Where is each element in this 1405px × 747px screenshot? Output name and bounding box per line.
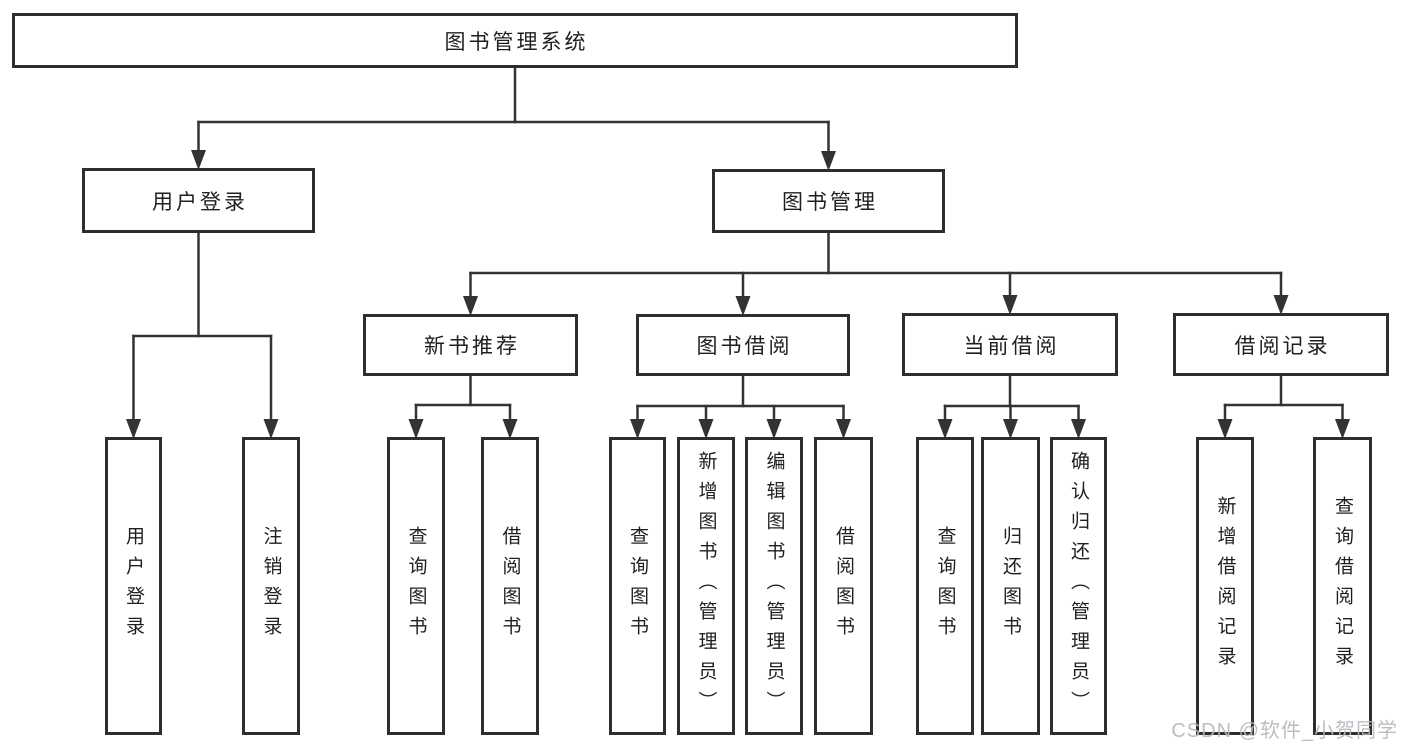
node-query-book-1: 查询图书 [387,437,445,735]
node-label: 查询图书 [934,526,956,646]
node-current-borrow: 当前借阅 [902,313,1118,376]
node-label: 新书推荐 [424,335,520,358]
node-label: 用户登录 [123,526,144,646]
arrowhead-icon [1335,419,1350,439]
node-label: 编辑图书（管理员） [763,451,785,721]
arrowhead-icon [836,419,851,439]
node-label: 归还图书 [1000,526,1021,646]
watermark: CSDN @软件_小贺同学 [1171,720,1398,742]
node-label: 借阅记录 [1234,334,1331,358]
node-add-book-admin: 新增图书（管理员） [677,437,735,735]
node-user-login-group: 用户登录 [82,168,315,233]
arrowhead-icon [698,419,714,439]
node-query-borrow-record: 查询借阅记录 [1313,437,1372,735]
node-return-book: 归还图书 [981,437,1040,735]
node-borrow-records: 借阅记录 [1173,313,1389,376]
arrowhead-icon [1002,295,1018,315]
arrowhead-icon [821,151,836,171]
node-label: 当前借阅 [963,334,1060,358]
node-borrow-book-2: 借阅图书 [814,437,873,735]
arrowhead-icon [766,419,782,439]
node-system: 图书管理系统 [12,13,1018,68]
node-label: 图书管理系统 [444,30,589,54]
node-confirm-return-admin: 确认归还（管理员） [1050,437,1107,735]
arrowhead-icon [126,419,141,439]
node-label: 查询图书 [405,526,427,646]
arrowhead-icon [263,419,279,439]
arrowhead-icon [408,419,424,439]
node-label: 图书管理 [782,191,878,214]
arrowhead-icon [1273,295,1289,315]
arrowhead-icon [463,296,478,316]
arrowhead-icon [937,419,953,439]
node-edit-book-admin: 编辑图书（管理员） [745,437,803,735]
arrowhead-icon [502,419,518,439]
arrowhead-icon [191,150,206,170]
arrowhead-icon [1071,419,1086,439]
node-label: 新增借阅记录 [1214,496,1236,676]
node-label: 确认归还（管理员） [1068,451,1089,721]
node-label: 借阅图书 [833,526,854,646]
node-label: 图书借阅 [696,335,793,358]
node-book-management: 图书管理 [712,169,945,233]
node-label: 借阅图书 [499,526,521,646]
node-label: 注销登录 [260,526,282,646]
arrowhead-icon [735,296,751,316]
node-book-borrow: 图书借阅 [636,314,850,376]
node-add-borrow-record: 新增借阅记录 [1196,437,1254,735]
arrowhead-icon [1003,419,1018,439]
node-query-book-2: 查询图书 [609,437,666,735]
arrowhead-icon [630,419,645,439]
node-user-login: 用户登录 [105,437,162,735]
node-label: 查询借阅记录 [1332,496,1353,676]
node-label: 查询图书 [627,526,648,646]
node-label: 新增图书（管理员） [695,451,717,721]
node-borrow-book-1: 借阅图书 [481,437,539,735]
node-logout: 注销登录 [242,437,300,735]
node-label: 用户登录 [152,190,248,214]
node-query-book-3: 查询图书 [916,437,974,735]
node-new-book-recommend: 新书推荐 [363,314,578,376]
arrowhead-icon [1217,419,1233,439]
